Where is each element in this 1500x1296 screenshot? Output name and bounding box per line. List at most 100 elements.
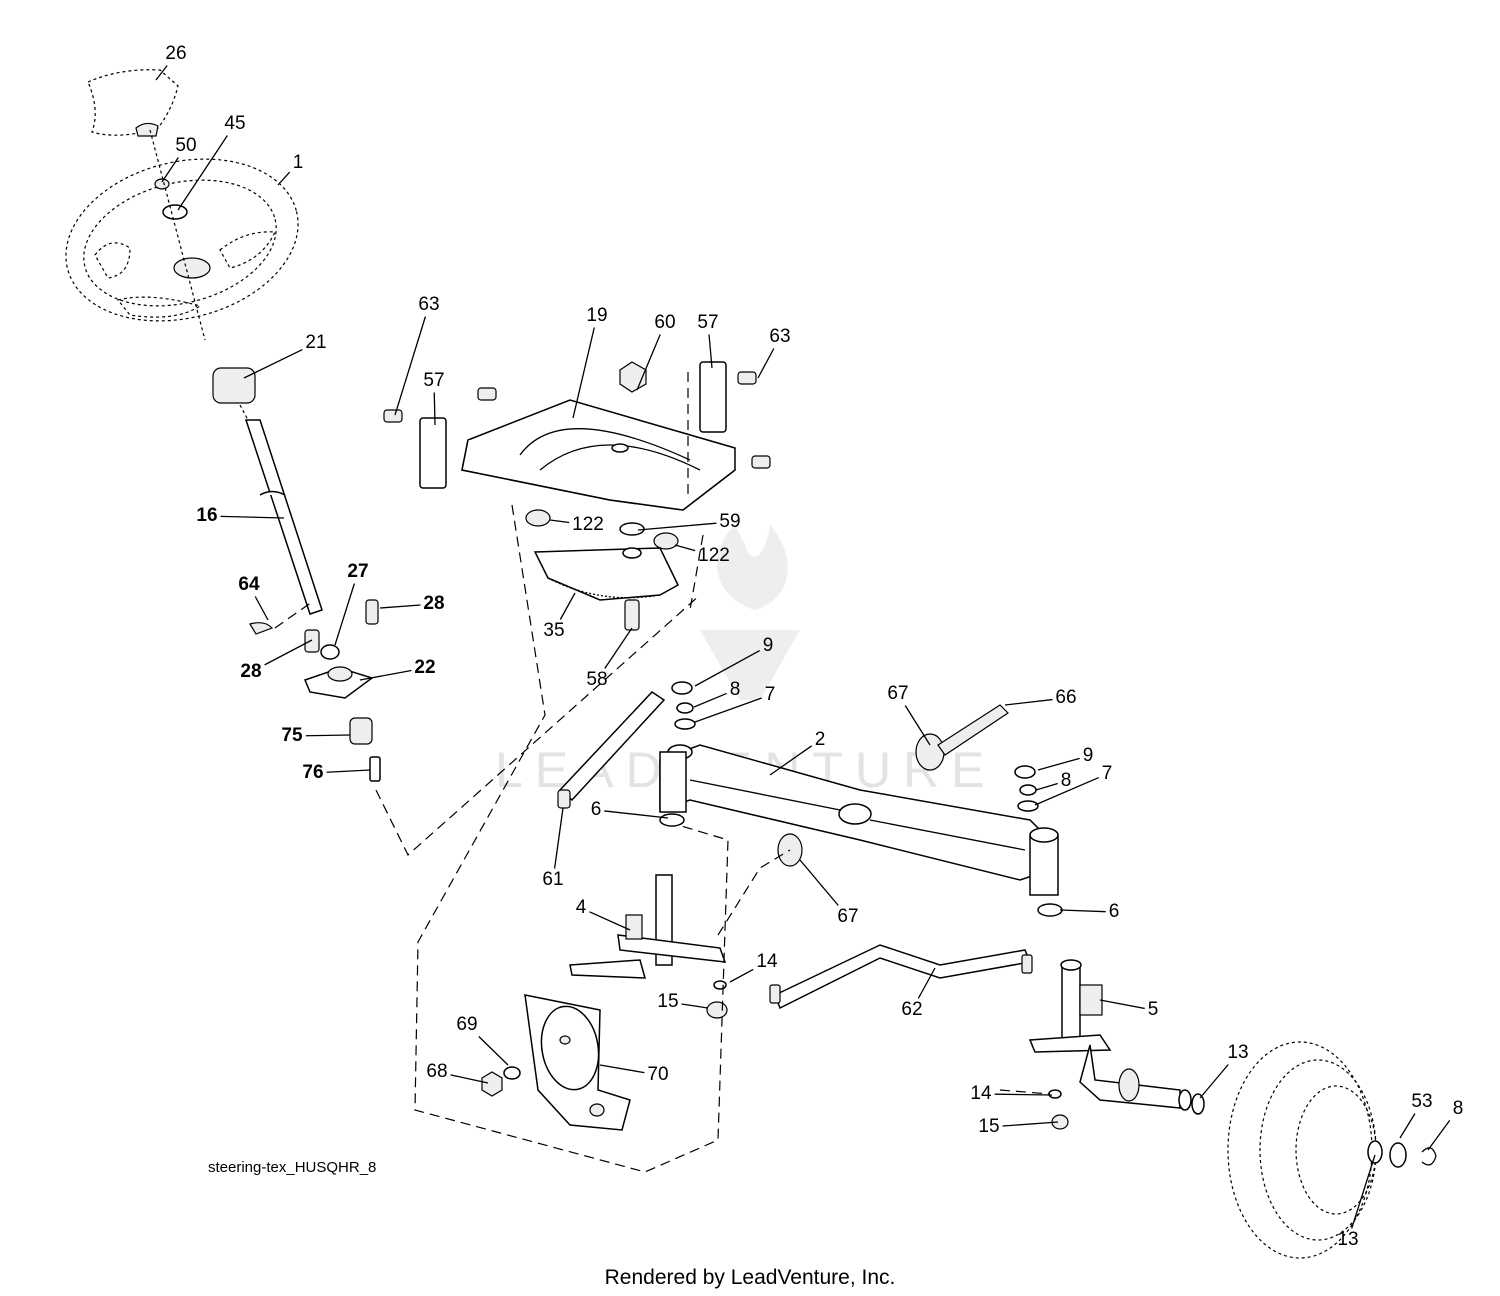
leader-9 [1037,757,1080,771]
callout-60: 60 [654,312,675,333]
callout-8: 8 [730,679,741,700]
callout-61: 61 [542,869,563,890]
callout-64: 64 [238,574,260,595]
front-axle-part [659,704,1059,896]
callout-4: 4 [576,897,587,918]
callout-68: 68 [426,1061,447,1082]
leader-57 [708,334,713,369]
leader-8 [1035,782,1058,791]
callout-5: 5 [1148,999,1159,1020]
steering-cap-part [87,69,179,137]
steering-column-part [212,367,323,615]
leader-67 [799,859,839,906]
leader-13 [1351,1154,1376,1229]
leader-4 [589,911,631,931]
leader-50 [161,157,179,183]
leader-53 [1399,1113,1416,1139]
callout-53: 53 [1411,1091,1432,1112]
callout-leaders [155,65,1451,1229]
drag-link-part [557,691,666,809]
leader-16 [220,515,285,519]
callout-122: 122 [698,545,730,566]
callout-28: 28 [240,661,261,682]
callout-26: 26 [165,43,186,64]
leader-57 [433,392,436,426]
steering-plate-part [383,361,771,511]
leader-8 [1427,1119,1451,1151]
leader-59 [637,522,717,531]
callout-16: 16 [196,505,217,526]
leader-61 [553,807,564,869]
washer-stack-right [1014,765,1063,917]
callout-28: 28 [423,593,444,614]
sector-gear-part [525,509,679,631]
leader-6 [604,810,669,819]
callout-14: 14 [970,1083,992,1104]
callout-57: 57 [423,370,444,391]
callout-7: 7 [1102,763,1113,784]
callout-19: 19 [586,305,607,326]
callout-7: 7 [765,684,776,705]
callout-13: 13 [1337,1229,1358,1250]
callout-63: 63 [418,294,439,315]
leader-13 [1199,1064,1229,1099]
callout-9: 9 [1083,745,1094,766]
leader-75 [305,734,351,737]
callout-58: 58 [586,669,607,690]
leader-66 [1004,698,1053,706]
steering-wheel-part [65,129,299,341]
callout-6: 6 [591,799,602,820]
callout-67: 67 [837,906,858,927]
spindle-left-part [569,874,728,1019]
leader-28 [264,639,313,666]
callout-21: 21 [305,332,326,353]
leader-67 [904,705,931,746]
leader-21 [243,349,303,379]
callout-45: 45 [224,113,245,134]
leader-62 [917,967,936,999]
callout-8: 8 [1061,770,1072,791]
leader-15 [681,1003,709,1009]
leader-1 [277,171,291,186]
steering-bracket-part [249,599,381,782]
leader-64 [254,596,269,621]
callout-14: 14 [756,951,778,972]
leader-2 [769,745,813,776]
callout-13: 13 [1227,1042,1248,1063]
leader-14 [729,968,754,983]
leader-63 [394,316,427,416]
leader-35 [559,592,576,620]
washer-stack-left [659,681,696,827]
leader-5 [1099,999,1145,1010]
leader-27 [334,583,355,646]
leader-63 [757,348,775,379]
leader-7 [1034,776,1099,806]
front-wheel-part [1227,1041,1437,1259]
leader-60 [636,334,661,391]
callout-57: 57 [697,312,718,333]
callout-15: 15 [657,991,678,1012]
leader-76 [326,769,371,773]
callout-2: 2 [815,729,826,750]
callout-62: 62 [901,999,922,1020]
leader-19 [572,327,595,419]
callout-1: 1 [293,152,304,173]
leader-14 [994,1093,1053,1096]
leader-122 [549,519,570,524]
leader-70 [599,1064,645,1074]
leader-69 [478,1036,509,1066]
leader-7 [694,697,762,723]
leader-22 [359,669,412,681]
callout-75: 75 [281,725,303,746]
callout-9: 9 [763,635,774,656]
callout-69: 69 [456,1014,477,1035]
callout-27: 27 [347,561,368,582]
diagram-code: steering-tex_HUSQHR_8 [208,1159,376,1176]
callout-67: 67 [887,683,908,704]
callout-35: 35 [543,620,564,641]
callout-59: 59 [719,511,740,532]
tie-rod-part [769,944,1033,1010]
leader-6 [1059,909,1106,913]
leader-68 [450,1074,489,1084]
